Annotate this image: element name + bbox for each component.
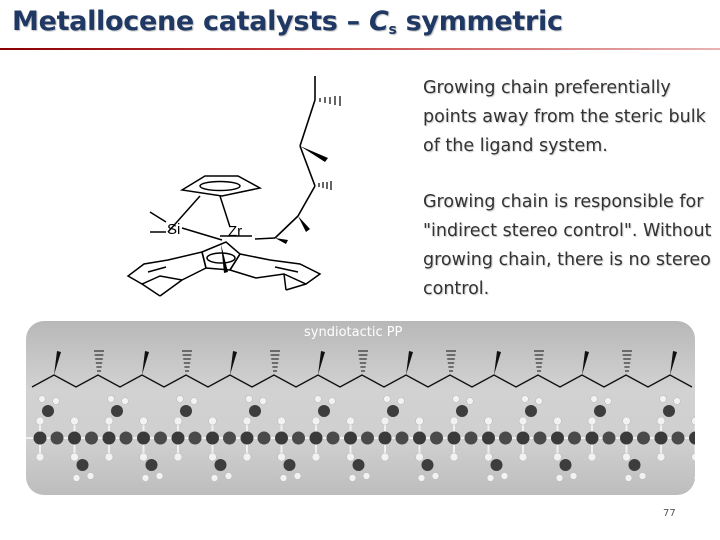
text-indirect-stereo-control: Growing chain is responsible for "indire… [423,192,712,299]
atom-label-zr: Zr [228,223,242,240]
metallocene-structure-drawing: Si Zr [126,76,341,297]
polymer-label: syndiotactic PP [304,325,403,340]
atom-label-si: Si [167,221,180,238]
slide-header: Metallocene catalysts – Cs symmetric [0,0,720,52]
slide-title: Metallocene catalysts – Cs symmetric [12,6,563,38]
text-steric-bulk: Growing chain preferentially points away… [423,78,706,156]
page-number: 77 [663,508,676,519]
title-underline [0,48,720,50]
polymer-chain-illustration [26,350,695,482]
